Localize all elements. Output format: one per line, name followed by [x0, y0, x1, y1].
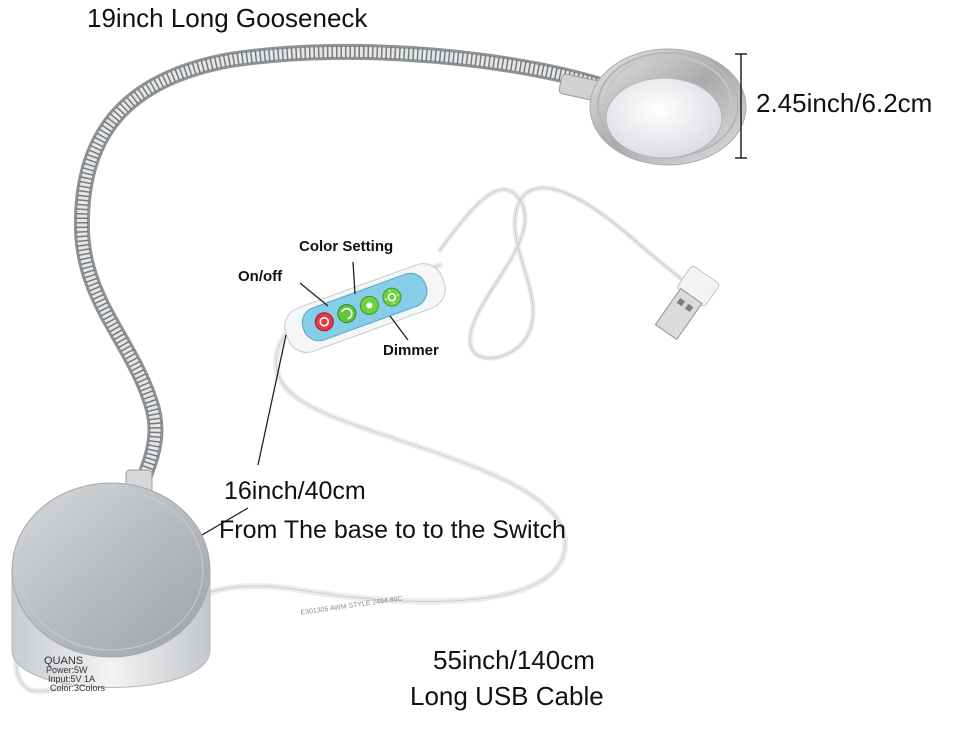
lamp-head: [589, 48, 747, 166]
base-brand: QUANS: [44, 655, 83, 667]
cable-length-label: 55inch/140cm: [433, 645, 595, 675]
gooseneck: [73, 43, 608, 501]
dimmer-label: Dimmer: [383, 342, 439, 359]
lamp-base: [11, 482, 211, 688]
gooseneck-length-label: 19inch Long Gooseneck: [87, 3, 368, 33]
base-spec-label: QUANS Power:5W Input:5V 1A Color:3Colors: [44, 655, 106, 693]
color-setting-button[interactable]: [335, 302, 358, 325]
dimmer-down-button[interactable]: [358, 294, 381, 317]
base-input: Input:5V 1A: [48, 674, 95, 684]
switch-length-label: 16inch/40cm: [224, 477, 366, 505]
base-color: Color:3Colors: [50, 683, 106, 693]
color-setting-label: Color Setting: [299, 238, 394, 255]
switch-desc-label: From The base to to the Switch: [219, 516, 566, 544]
on-off-label: On/off: [238, 268, 283, 285]
cable-desc-label: Long USB Cable: [410, 681, 604, 711]
dimmer-up-button[interactable]: [380, 286, 403, 309]
inline-switch: [284, 263, 446, 353]
usb-plug: [654, 266, 720, 341]
head-size-label: 2.45inch/6.2cm: [756, 88, 933, 118]
head-dimension-bracket: [735, 53, 747, 159]
usb-cable-coil: [437, 185, 698, 361]
power-button[interactable]: [313, 310, 336, 333]
base-power: Power:5W: [46, 665, 88, 675]
